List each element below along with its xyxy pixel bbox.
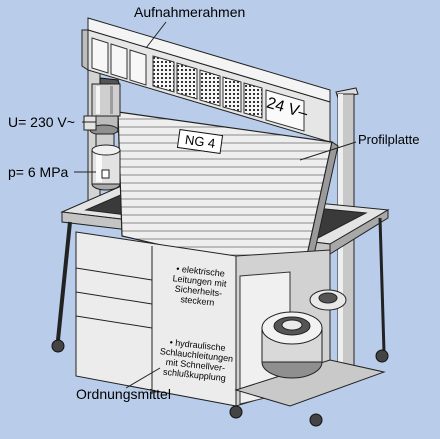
pressure-label: p= 6 MPa xyxy=(8,164,69,180)
profile-plate xyxy=(117,111,339,283)
voltage-label: U= 230 V~ xyxy=(8,114,75,130)
frame-modules xyxy=(91,37,305,132)
electric-lines-note: • elektrische Leitungen mit Sicherheits-… xyxy=(156,262,242,310)
casters xyxy=(51,217,389,427)
power-unit xyxy=(83,77,121,191)
leader-lines xyxy=(74,21,357,389)
hose-reel xyxy=(261,289,347,379)
frame-label: Aufnahmerahmen xyxy=(134,4,246,20)
storage-label: Ordnungsmittel xyxy=(76,386,171,402)
profile-plate-label: Profilplatte xyxy=(358,132,420,147)
mounting-frame xyxy=(81,17,331,143)
